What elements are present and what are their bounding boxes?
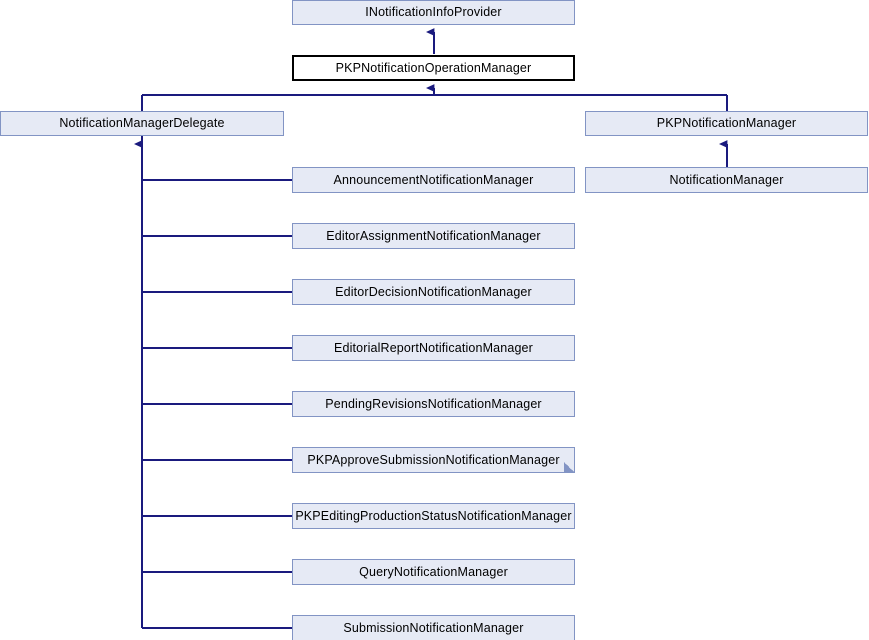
node-pkpnotificationoperationmanager[interactable]: PKPNotificationOperationManager bbox=[292, 55, 575, 81]
node-label: EditorDecisionNotificationManager bbox=[335, 284, 532, 299]
node-label: PKPNotificationManager bbox=[656, 116, 797, 131]
node-pendingrevisionsnotificationmanager[interactable]: PendingRevisionsNotificationManager bbox=[292, 391, 575, 417]
node-label: QueryNotificationManager bbox=[359, 564, 508, 579]
node-label: AnnouncementNotificationManager bbox=[333, 172, 534, 187]
node-querynotificationmanager[interactable]: QueryNotificationManager bbox=[292, 559, 575, 585]
node-editorassignmentnotificationmanager[interactable]: EditorAssignmentNotificationManager bbox=[292, 223, 575, 249]
node-editordecisionnotificationmanager[interactable]: EditorDecisionNotificationManager bbox=[292, 279, 575, 305]
node-label: PKPApproveSubmissionNotificationManager bbox=[307, 452, 560, 467]
node-label: PendingRevisionsNotificationManager bbox=[325, 396, 542, 411]
node-label: EditorAssignmentNotificationManager bbox=[326, 228, 541, 243]
node-label: EditorialReportNotificationManager bbox=[334, 340, 533, 355]
node-label: NotificationManager bbox=[669, 172, 784, 187]
node-announcementnotificationmanager[interactable]: AnnouncementNotificationManager bbox=[292, 167, 575, 193]
node-label: PKPEditingProductionStatusNotificationMa… bbox=[295, 508, 572, 523]
node-label: SubmissionNotificationManager bbox=[343, 620, 524, 635]
node-pkpnotificationmanager[interactable]: PKPNotificationManager bbox=[585, 111, 868, 136]
node-inotificationinfoprovider[interactable]: INotificationInfoProvider bbox=[292, 0, 575, 25]
node-pkpapprovesubmissionnotificationmanager[interactable]: PKPApproveSubmissionNotificationManager bbox=[292, 447, 575, 473]
node-editorialreportnotificationmanager[interactable]: EditorialReportNotificationManager bbox=[292, 335, 575, 361]
node-label: NotificationManagerDelegate bbox=[59, 116, 225, 131]
node-notificationmanager[interactable]: NotificationManager bbox=[585, 167, 868, 193]
node-label: PKPNotificationOperationManager bbox=[335, 60, 532, 75]
node-label: INotificationInfoProvider bbox=[365, 5, 502, 20]
node-notificationmanagerdelegate[interactable]: NotificationManagerDelegate bbox=[0, 111, 284, 136]
node-submissionnotificationmanager[interactable]: SubmissionNotificationManager bbox=[292, 615, 575, 640]
node-pkpeditingproductionstatusnotificationmanager[interactable]: PKPEditingProductionStatusNotificationMa… bbox=[292, 503, 575, 529]
